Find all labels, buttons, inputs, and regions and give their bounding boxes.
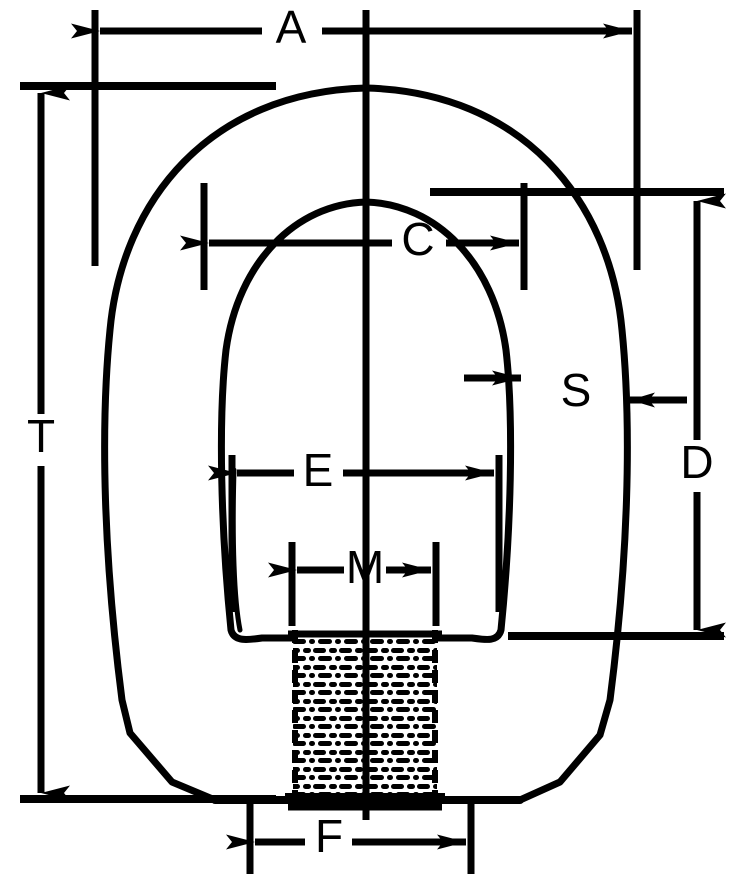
dimension-d-label: D: [680, 436, 713, 488]
dimension-f: F: [226, 810, 466, 862]
extension-lines-group: [20, 10, 724, 874]
dimension-f-label: F: [315, 810, 343, 862]
dimension-t: T: [27, 85, 70, 801]
outer-body-outline: [101, 84, 631, 804]
inner-eye-opening: [217, 198, 515, 644]
dimension-c-label: C: [401, 213, 434, 265]
dimension-c: C: [180, 213, 519, 265]
dimension-d: D: [680, 193, 726, 638]
dimension-t-label: T: [27, 410, 55, 462]
dimension-s: S: [464, 364, 687, 416]
dimension-a: A: [71, 1, 632, 53]
dimension-m-label: M: [346, 541, 384, 593]
dimension-a-label: A: [276, 1, 307, 53]
dimension-s-label: S: [561, 364, 592, 416]
dimension-m: M: [268, 541, 431, 593]
dimension-e: E: [208, 444, 494, 496]
dimension-e-label: E: [303, 444, 334, 496]
